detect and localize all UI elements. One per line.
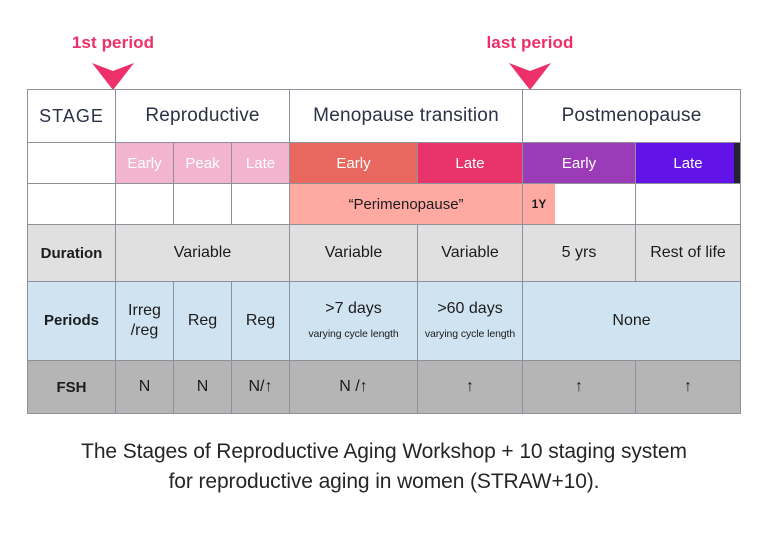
perimenopause-blank-1 bbox=[115, 183, 174, 225]
periods-mt-early-main: >7 days bbox=[325, 299, 382, 317]
fsh-row-label: FSH bbox=[27, 360, 116, 414]
substage-post-late-label: Late bbox=[673, 154, 703, 172]
annotation-last-period: last period bbox=[440, 33, 620, 92]
annotation-first-period: 1st period bbox=[23, 33, 203, 92]
duration-reproductive: Variable bbox=[115, 224, 290, 282]
periods-mt-late-main: >60 days bbox=[437, 299, 503, 317]
table-row-duration: Duration Variable Variable Variable 5 yr… bbox=[27, 224, 742, 282]
stage-row-label: STAGE bbox=[27, 89, 116, 143]
substage-mt-early: Early bbox=[289, 142, 418, 184]
substage-row-spacer bbox=[27, 142, 116, 184]
periods-reproductive-peak: Reg bbox=[173, 281, 232, 361]
last-period-label: last period bbox=[486, 33, 574, 52]
stage-group-reproductive: Reproductive bbox=[115, 89, 290, 143]
periods-postmenopause: None bbox=[522, 281, 742, 361]
duration-post-late: Rest of life bbox=[635, 224, 742, 282]
duration-post-early: 5 yrs bbox=[522, 224, 637, 282]
table-row-periods: Periods Irreg /reg Reg Reg >7 days varyi… bbox=[27, 281, 742, 361]
fsh-post-late: ↑ bbox=[635, 360, 742, 414]
substage-reproductive-early: Early bbox=[115, 142, 174, 184]
table-row-substage: Early Peak Late Early Late Early Late bbox=[27, 142, 742, 184]
substage-reproductive-late: Late bbox=[231, 142, 290, 184]
stage-group-menopause-transition: Menopause transition bbox=[288, 89, 524, 143]
perimenopause-band-label: “Perimenopause” bbox=[288, 183, 524, 225]
substage-reproductive-peak: Peak bbox=[173, 142, 232, 184]
caption-line-1: The Stages of Reproductive Aging Worksho… bbox=[81, 440, 687, 463]
perimenopause-blank-3 bbox=[231, 183, 290, 225]
fsh-mt-early: N /↑ bbox=[289, 360, 418, 414]
duration-mt-early: Variable bbox=[289, 224, 418, 282]
down-chevron-arrow-icon bbox=[509, 63, 551, 90]
periods-reproductive-early: Irreg /reg bbox=[115, 281, 174, 361]
substage-mt-late: Late bbox=[416, 142, 524, 184]
duration-row-label: Duration bbox=[27, 224, 116, 282]
substage-post-early: Early bbox=[522, 142, 637, 184]
first-period-label: 1st period bbox=[71, 33, 155, 52]
fsh-reproductive-early: N bbox=[115, 360, 174, 414]
periods-mt-early-note: varying cycle length bbox=[308, 327, 399, 340]
perimenopause-row-spacer bbox=[27, 183, 116, 225]
caption-line-2: for reproductive aging in women (STRAW+1… bbox=[168, 470, 600, 493]
substage-post-late: Late bbox=[635, 142, 742, 184]
table-row-perimenopause: “Perimenopause” 1Y bbox=[27, 183, 742, 225]
periods-mt-early: >7 days varying cycle length bbox=[289, 281, 418, 361]
table-row-fsh: FSH N N N/↑ N /↑ ↑ ↑ ↑ bbox=[27, 360, 742, 414]
perimenopause-blank-2 bbox=[173, 183, 232, 225]
perimenopause-1y-marker-cell: 1Y bbox=[522, 183, 637, 225]
table-row-stage: STAGE Reproductive Menopause transition … bbox=[27, 89, 742, 143]
figure-caption: The Stages of Reproductive Aging Worksho… bbox=[0, 437, 768, 497]
fsh-reproductive-late: N/↑ bbox=[231, 360, 290, 414]
periods-row-label: Periods bbox=[27, 281, 116, 361]
stage-group-postmenopause: Postmenopause bbox=[522, 89, 742, 143]
fsh-reproductive-peak: N bbox=[173, 360, 232, 414]
periods-mt-late-note: varying cycle length bbox=[424, 327, 516, 340]
down-chevron-arrow-icon bbox=[92, 63, 134, 90]
annotation-layer: 1st period last period bbox=[0, 0, 768, 90]
straw10-staging-table: STAGE Reproductive Menopause transition … bbox=[27, 89, 742, 414]
fsh-post-early: ↑ bbox=[522, 360, 637, 414]
edge-marker bbox=[734, 143, 741, 183]
perimenopause-blank-4 bbox=[635, 183, 742, 225]
fsh-mt-late: ↑ bbox=[416, 360, 524, 414]
perimenopause-empty-remainder bbox=[555, 184, 636, 224]
periods-mt-late: >60 days varying cycle length bbox=[416, 281, 524, 361]
periods-reproductive-late: Reg bbox=[231, 281, 290, 361]
perimenopause-1y-label: 1Y bbox=[523, 184, 556, 224]
duration-mt-late: Variable bbox=[416, 224, 524, 282]
